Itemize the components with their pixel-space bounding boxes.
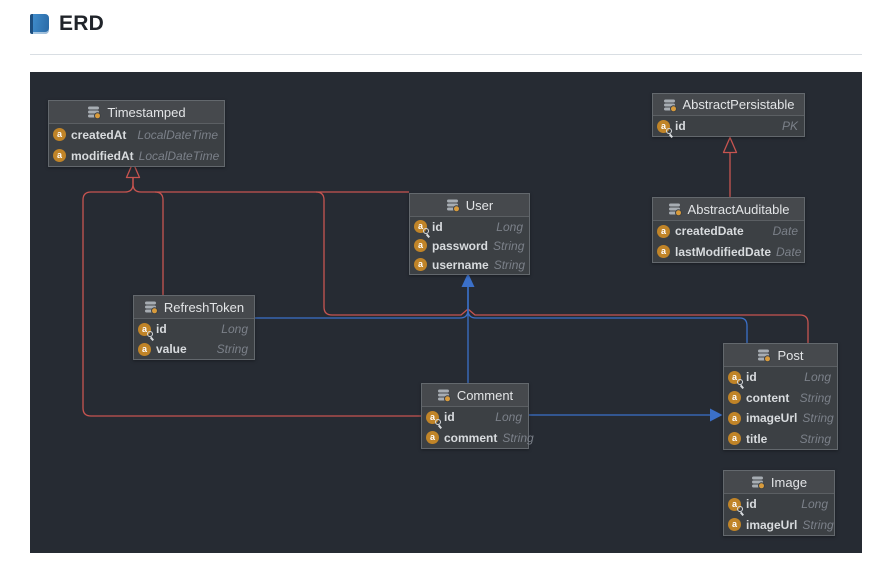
primary-key-icon: a xyxy=(728,497,743,512)
attribute-icon: a xyxy=(728,432,741,446)
entity-name: User xyxy=(465,197,494,213)
field-row[interactable]: a lastModifiedDate Date xyxy=(653,242,804,263)
field-row[interactable]: a id Long xyxy=(422,407,528,428)
database-icon xyxy=(446,198,460,212)
database-icon xyxy=(437,388,451,402)
field-row[interactable]: a imageUrl String xyxy=(724,408,837,429)
entity-refreshtoken[interactable]: RefreshToken a id Long a value String xyxy=(133,295,255,360)
database-icon xyxy=(144,300,158,314)
primary-key-icon: a xyxy=(657,119,672,134)
book-icon xyxy=(30,14,49,34)
database-icon xyxy=(87,105,102,119)
field-row[interactable]: a createdAt LocalDateTime xyxy=(49,124,224,145)
attribute-icon: a xyxy=(414,258,427,271)
attribute-icon: a xyxy=(138,342,151,356)
attribute-icon: a xyxy=(53,149,66,162)
attribute-icon: a xyxy=(728,518,741,532)
attribute-icon: a xyxy=(728,391,741,405)
field-row[interactable]: a imageUrl String xyxy=(724,515,834,536)
entity-name: RefreshToken xyxy=(163,299,245,315)
entity-name: Post xyxy=(777,347,804,363)
field-row[interactable]: a title String xyxy=(724,429,837,450)
entity-header[interactable]: RefreshToken xyxy=(134,296,254,319)
field-row[interactable]: a id Long xyxy=(410,217,529,236)
field-row[interactable]: a id Long xyxy=(724,494,834,515)
entity-header[interactable]: Comment xyxy=(422,384,528,407)
entity-name: AbstractPersistable xyxy=(682,97,795,112)
entity-name: Comment xyxy=(456,387,514,403)
entity-timestamped[interactable]: Timestamped a createdAt LocalDateTime a … xyxy=(48,100,225,167)
entity-post[interactable]: Post a id Long a content String a imageU… xyxy=(723,343,838,450)
database-icon xyxy=(751,475,765,489)
field-row[interactable]: a id Long xyxy=(134,319,254,339)
page-header: ERD xyxy=(30,12,104,36)
page-title: ERD xyxy=(59,12,104,35)
field-row[interactable]: a username String xyxy=(410,255,529,274)
field-row[interactable]: a content String xyxy=(724,388,837,409)
attribute-icon: a xyxy=(657,245,670,259)
entity-header[interactable]: Timestamped xyxy=(49,101,224,124)
entity-header[interactable]: AbstractPersistable xyxy=(653,94,804,116)
database-icon xyxy=(757,348,772,362)
field-row[interactable]: a createdDate Date xyxy=(653,221,804,242)
attribute-icon: a xyxy=(728,411,741,425)
attribute-icon: a xyxy=(426,431,439,445)
entity-user[interactable]: User a id Long a password String a usern… xyxy=(409,193,530,275)
attribute-icon: a xyxy=(414,239,427,252)
field-row[interactable]: a password String xyxy=(410,236,529,255)
entity-name: AbstractAuditable xyxy=(687,201,790,217)
field-row[interactable]: a modifiedAt LocalDateTime xyxy=(49,145,224,166)
attribute-icon: a xyxy=(657,224,670,238)
entity-header[interactable]: Image xyxy=(724,471,834,494)
entity-header[interactable]: User xyxy=(410,194,529,217)
field-row[interactable]: a comment String xyxy=(422,428,534,449)
entity-name: Timestamped xyxy=(107,104,186,120)
primary-key-icon: a xyxy=(426,410,441,425)
entity-comment[interactable]: Comment a id Long a comment String xyxy=(421,383,534,449)
entity-name: Image xyxy=(770,474,808,490)
header-divider xyxy=(30,54,862,55)
entity-header[interactable]: Post xyxy=(724,344,837,367)
database-icon xyxy=(663,98,677,112)
field-row[interactable]: a id Long xyxy=(724,367,837,388)
attribute-icon: a xyxy=(53,128,66,141)
entity-abstractpersistable[interactable]: AbstractPersistable a id PK xyxy=(652,93,805,137)
primary-key-icon: a xyxy=(728,370,743,385)
field-row[interactable]: a id PK xyxy=(653,116,804,136)
entity-abstractauditable[interactable]: AbstractAuditable a createdDate Date a l… xyxy=(652,197,805,263)
primary-key-icon: a xyxy=(414,220,429,234)
entity-header[interactable]: AbstractAuditable xyxy=(653,198,804,221)
field-row[interactable]: a value String xyxy=(134,339,254,359)
entity-image[interactable]: Image a id Long a imageUrl String xyxy=(723,470,835,536)
primary-key-icon: a xyxy=(138,322,153,337)
database-icon xyxy=(668,202,682,216)
